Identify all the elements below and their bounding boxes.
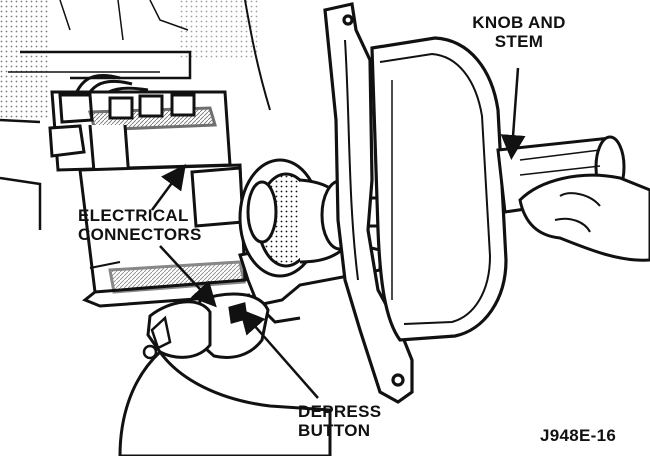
electrical-label-line1: ELECTRICAL <box>78 206 189 225</box>
depress-label-line1: DEPRESS <box>298 402 382 421</box>
knob-label-line2: STEM <box>494 32 544 51</box>
retaining-clip <box>142 315 172 360</box>
knob-label-line1: KNOB AND <box>472 13 566 32</box>
electrical-connectors-label: ELECTRICAL CONNECTORS <box>78 206 202 244</box>
electrical-label-line2: CONNECTORS <box>78 225 202 244</box>
electrical-connectors-part <box>48 90 232 197</box>
switch-body <box>78 163 251 308</box>
switch-housing <box>370 36 508 342</box>
leader-lines <box>150 67 526 399</box>
figure-id: J948E-16 <box>540 426 617 445</box>
depress-label-line2: BUTTON <box>298 421 371 440</box>
leader-knob <box>500 67 526 160</box>
leader-depress <box>239 308 319 399</box>
left-hand <box>118 292 332 458</box>
right-hand <box>518 173 650 262</box>
leader-electrical <box>150 163 186 211</box>
mounting-plate <box>323 2 414 404</box>
depress-button-label: DEPRESS BUTTON <box>298 402 381 440</box>
leader-electrical-2 <box>159 245 217 308</box>
dash-shadow-right <box>180 0 260 60</box>
knob-and-stem-label: KNOB AND STEM <box>452 13 586 51</box>
dash-shadow <box>0 0 50 120</box>
